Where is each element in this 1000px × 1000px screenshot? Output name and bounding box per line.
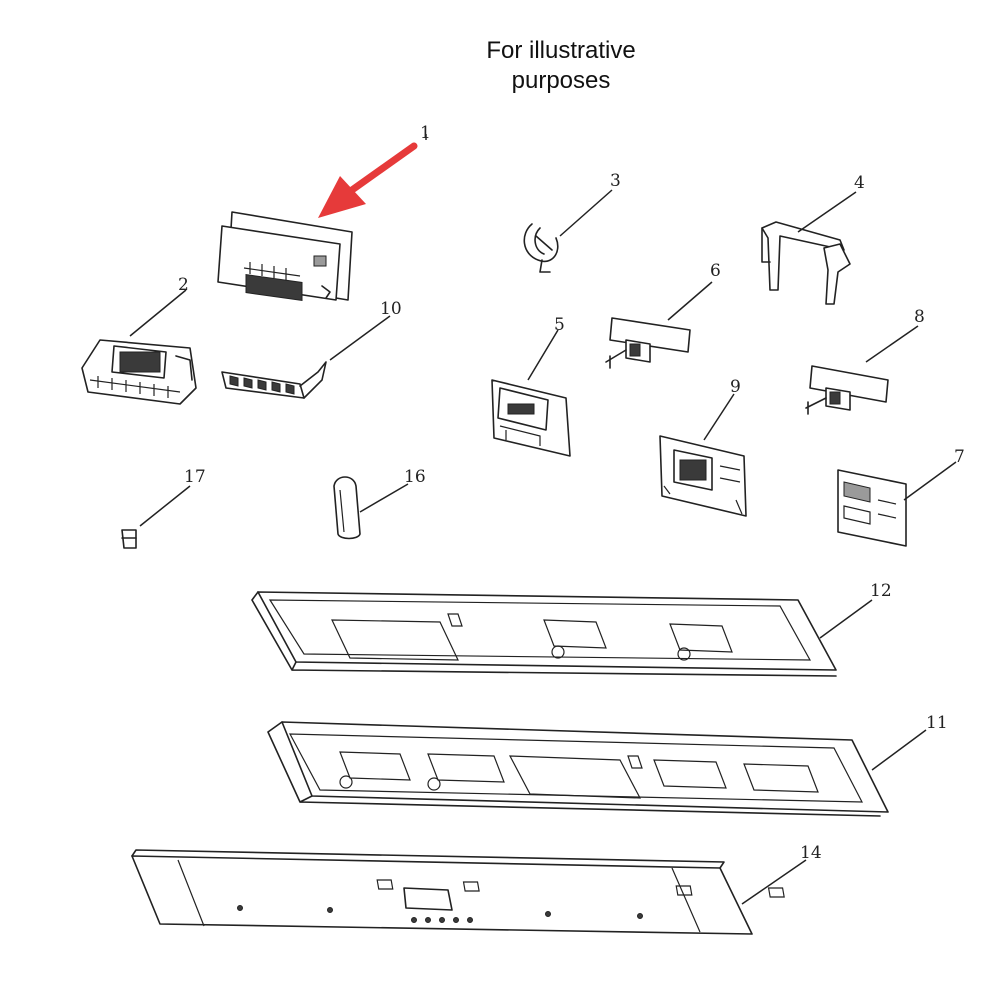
callout-3: 3 [610, 171, 621, 191]
caption-line-2: purposes [511, 67, 611, 94]
part-7-board[interactable] [837, 469, 907, 547]
leader-lines [129, 134, 957, 905]
part-5-board[interactable] [491, 379, 571, 457]
caption-line-1: For illustrative [486, 37, 636, 64]
callout-11: 11 [926, 713, 948, 733]
callout-17: 17 [184, 467, 206, 487]
callout-6: 6 [710, 261, 721, 281]
part-4-bracket[interactable] [761, 221, 851, 305]
part-17-insert[interactable] [121, 529, 137, 549]
illustrative-caption: For illustrative purposes [411, 36, 711, 96]
part-14-front-panel[interactable] [131, 849, 785, 935]
callout-numbers: 1 2 3 4 5 6 7 8 9 10 11 12 14 16 17 [178, 123, 965, 863]
part-11-panel[interactable] [267, 721, 889, 817]
callout-7: 7 [954, 447, 965, 467]
callout-4: 4 [854, 173, 865, 193]
callout-14: 14 [800, 843, 822, 863]
part-6-switch[interactable] [605, 317, 691, 369]
part-10-key-strip[interactable] [221, 361, 327, 399]
part-16-cap[interactable] [333, 476, 361, 540]
part-12-panel[interactable] [251, 591, 837, 677]
callout-12: 12 [870, 581, 892, 601]
callout-16: 16 [404, 467, 426, 487]
part-1-control-board[interactable] [217, 211, 353, 302]
callout-5: 5 [554, 315, 565, 335]
callout-9: 9 [730, 377, 741, 397]
callout-2: 2 [178, 275, 189, 295]
part-3-clip[interactable] [523, 223, 559, 273]
callout-8: 8 [914, 307, 925, 327]
part-2-display-module[interactable] [81, 339, 197, 405]
highlight-arrow [318, 142, 418, 218]
callout-1: 1 [420, 123, 431, 143]
callout-10: 10 [380, 299, 402, 319]
part-8-switch[interactable] [805, 365, 889, 415]
part-9-board[interactable] [659, 435, 747, 517]
